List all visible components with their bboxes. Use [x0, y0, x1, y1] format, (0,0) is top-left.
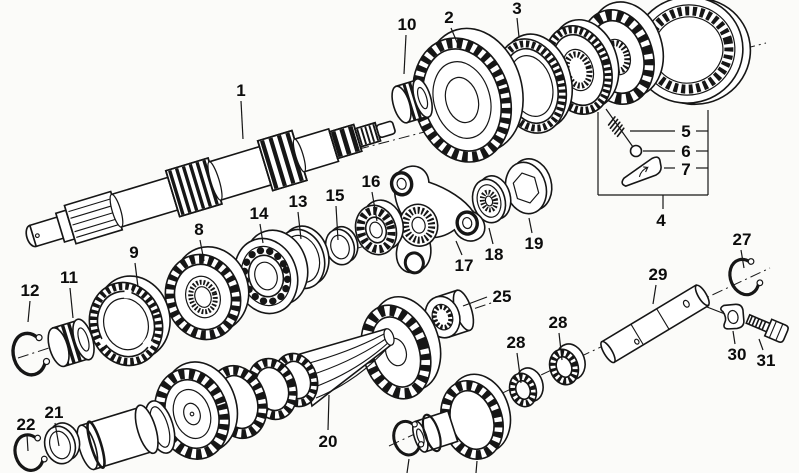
part-9-synchro-ring — [88, 275, 171, 367]
leader-line-30 — [732, 330, 736, 345]
leader-line-8 — [199, 239, 205, 262]
part-30-lock-plate — [720, 303, 745, 330]
part-6-detent-ball — [629, 144, 643, 158]
leader-line-9 — [134, 262, 139, 288]
leader-line-11 — [69, 287, 74, 319]
part-label-31: 31 — [757, 351, 776, 370]
part-label-15: 15 — [326, 186, 345, 205]
part-17-output-flange — [389, 165, 486, 275]
leader-line-10 — [403, 34, 407, 75]
leader-line-1 — [240, 100, 244, 140]
part-label-3: 3 — [512, 0, 521, 18]
leader-line-22 — [26, 434, 29, 452]
part-label-21: 21 — [45, 403, 64, 422]
part-16-bearing-race — [354, 199, 405, 256]
reverse-gear-assembly — [412, 373, 512, 460]
part-label-6: 6 — [681, 142, 690, 161]
leader-line-14 — [259, 223, 264, 244]
annotation-lines — [406, 108, 726, 473]
taper-roller-body — [76, 404, 159, 471]
circlip-bottom — [392, 419, 425, 457]
part-5-detent-spring — [607, 116, 625, 138]
part-11-needle-cage — [47, 318, 95, 368]
part-2-gear-wheel — [411, 27, 524, 163]
leader-line-25 — [462, 296, 488, 307]
leader-line-27 — [740, 249, 745, 269]
part-label-27: 27 — [733, 230, 752, 249]
part-label-17: 17 — [455, 256, 474, 275]
cutoff-leader-a — [406, 458, 410, 473]
part-label-7: 7 — [681, 160, 690, 179]
part-label-2: 2 — [444, 8, 453, 27]
part-31-bolt — [745, 313, 789, 343]
leader-line-28 — [516, 352, 522, 384]
part-10-needle-bearing — [391, 78, 433, 124]
leader-line-31 — [758, 338, 764, 351]
part-label-19: 19 — [525, 234, 544, 253]
part-label-16: 16 — [362, 172, 381, 191]
part-28-needle-bearing-right — [548, 343, 586, 386]
part-label-25: 25 — [493, 287, 512, 306]
leader-line-18 — [488, 227, 494, 245]
detent-axis — [605, 108, 634, 148]
part-label-29: 29 — [649, 265, 668, 284]
leader-line-21 — [54, 422, 60, 447]
part-18-washer — [471, 175, 512, 224]
part-label-13: 13 — [289, 192, 308, 211]
leader-line-16 — [371, 191, 378, 222]
part-28-needle-bearing-left — [508, 367, 544, 408]
part-label-8: 8 — [194, 220, 203, 239]
leader-line-19 — [528, 217, 533, 234]
part-12-circlip — [11, 331, 51, 377]
part-label-28: 28 — [549, 313, 568, 332]
part-29-shaft — [600, 283, 710, 364]
part-label-4: 4 — [656, 211, 666, 230]
part-label-18: 18 — [485, 245, 504, 264]
part-1-input-shaft — [25, 120, 396, 248]
part-label-14: 14 — [250, 204, 269, 223]
leader-line-17 — [455, 240, 463, 256]
part-21-bearing-race — [43, 422, 81, 465]
part-20-fluted-shaft — [299, 328, 395, 408]
part-8-gear-wheel — [164, 245, 250, 341]
leader-line-12 — [27, 300, 31, 323]
part-label-12: 12 — [21, 281, 40, 300]
part-label-5: 5 — [681, 122, 690, 141]
part-label-11: 11 — [60, 268, 78, 287]
part-label-1: 1 — [236, 81, 245, 100]
part-4-guide-sleeve-ring-gear — [632, 0, 752, 106]
leader-line-20 — [327, 394, 330, 431]
part-label-9: 9 — [129, 243, 138, 262]
part-label-30: 30 — [728, 345, 747, 364]
part-22-circlip — [13, 433, 48, 472]
leader-line-28 — [558, 332, 563, 361]
part-27-circlip — [728, 257, 764, 297]
part-label-10: 10 — [398, 15, 417, 34]
leader-line-15 — [335, 205, 339, 241]
part-label-28: 28 — [507, 333, 526, 352]
part-label-22: 22 — [17, 415, 36, 434]
part-7-selector-key — [621, 156, 662, 187]
leader-line-3 — [516, 17, 520, 38]
bolt-pointer — [706, 306, 726, 315]
part-label-20: 20 — [319, 432, 338, 451]
leader-line-29 — [652, 284, 657, 305]
leader-line-2 — [450, 27, 460, 48]
cutoff-leader-b — [475, 460, 478, 473]
leader-line-13 — [297, 211, 302, 240]
